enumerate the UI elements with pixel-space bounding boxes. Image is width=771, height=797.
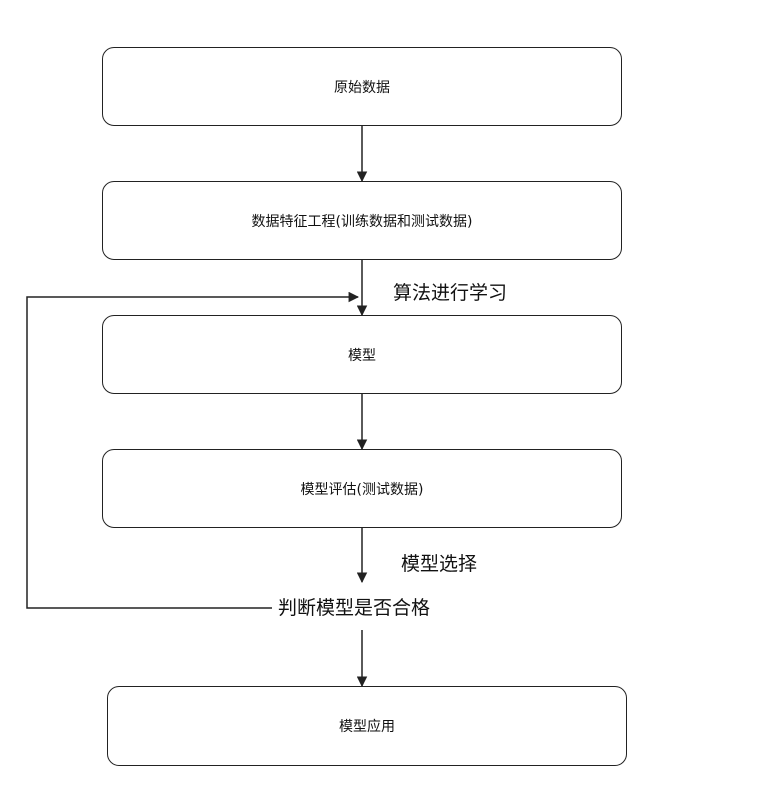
node-raw-data: 原始数据 (102, 47, 622, 126)
label-model-selection: 模型选择 (401, 552, 478, 576)
feedback-loop-arrow (26, 291, 360, 609)
label-judge-model: 判断模型是否合格 (276, 596, 433, 620)
node-model-application-label: 模型应用 (339, 719, 395, 735)
node-raw-data-label: 原始数据 (334, 79, 390, 96)
node-model-evaluation: 模型评估(测试数据) (102, 449, 622, 528)
node-feature-engineering: 数据特征工程(训练数据和测试数据) (102, 181, 622, 260)
label-algorithm-learning: 算法进行学习 (393, 281, 508, 305)
node-model: 模型 (102, 315, 622, 394)
node-model-evaluation-label: 模型评估(测试数据) (300, 481, 424, 498)
node-feature-engineering-label: 数据特征工程(训练数据和测试数据) (251, 213, 473, 230)
node-model-label: 模型 (348, 347, 376, 364)
node-model-application: 模型应用 (107, 686, 627, 766)
